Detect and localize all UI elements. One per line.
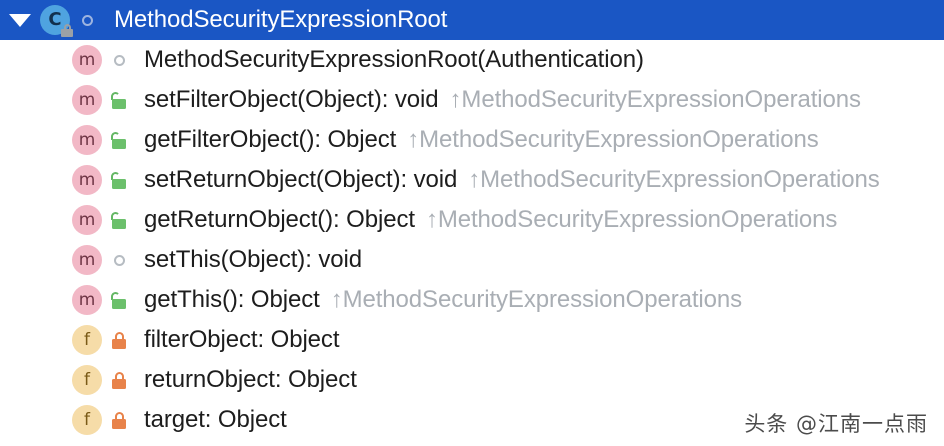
tree-row-member[interactable]: m getThis(): Object ↑MethodSecurityExpre… [0, 280, 944, 320]
member-name-label: setThis(Object): void [144, 246, 362, 273]
tree-row-member[interactable]: f returnObject: Object [0, 360, 944, 400]
field-icon-glyph: f [84, 409, 90, 430]
method-icon-glyph: m [78, 89, 96, 110]
modifier-public-icon [102, 125, 136, 155]
override-source-label: ↑MethodSecurityExpressionOperations [449, 86, 861, 113]
modifier-public-icon [102, 205, 136, 235]
tree-row-member[interactable]: m setReturnObject(Object): void ↑MethodS… [0, 160, 944, 200]
lock-badge-icon [61, 24, 73, 37]
member-name-label: setFilterObject(Object): void [144, 86, 439, 113]
modifier-private-icon [102, 365, 136, 395]
member-name-label: filterObject: Object [144, 326, 340, 353]
modifier-package-private-icon [70, 5, 104, 35]
field-icon: f [72, 325, 102, 355]
method-icon: m [72, 165, 102, 195]
modifier-public-icon [102, 85, 136, 115]
modifier-private-icon [102, 405, 136, 435]
override-source-label: ↑MethodSecurityExpressionOperations [407, 126, 819, 153]
tree-row-member[interactable]: m getFilterObject(): Object ↑MethodSecur… [0, 120, 944, 160]
member-name-label: returnObject: Object [144, 366, 357, 393]
method-icon: m [72, 85, 102, 115]
method-icon: m [72, 205, 102, 235]
method-icon-glyph: m [78, 169, 96, 190]
modifier-public-icon [102, 285, 136, 315]
field-icon: f [72, 365, 102, 395]
tree-row-member[interactable]: m setFilterObject(Object): void ↑MethodS… [0, 80, 944, 120]
member-name-label: getFilterObject(): Object [144, 126, 397, 153]
field-icon: f [72, 405, 102, 435]
method-icon-glyph: m [78, 249, 96, 270]
tree-row-member[interactable]: m setThis(Object): void [0, 240, 944, 280]
field-icon-glyph: f [84, 329, 90, 350]
tree-row-member[interactable]: m MethodSecurityExpressionRoot(Authentic… [0, 40, 944, 80]
modifier-public-icon [102, 165, 136, 195]
expand-collapse-triangle-icon[interactable] [0, 0, 40, 40]
override-source-label: ↑MethodSecurityExpressionOperations [330, 286, 743, 313]
tree-row-member[interactable]: f target: Object [0, 400, 944, 440]
override-source-label: ↑MethodSecurityExpressionOperations [425, 206, 838, 233]
modifier-private-icon [102, 325, 136, 355]
class-name-label: MethodSecurityExpressionRoot [114, 6, 448, 33]
modifier-package-private-icon [102, 45, 136, 75]
member-name-label: MethodSecurityExpressionRoot(Authenticat… [144, 46, 644, 73]
method-icon: m [72, 245, 102, 275]
method-icon-glyph: m [78, 49, 96, 70]
member-name-label: getThis(): Object [144, 286, 320, 313]
class-icon-glyph: C [48, 9, 62, 30]
class-icon: C [40, 5, 73, 37]
modifier-package-private-icon [102, 245, 136, 275]
method-icon: m [72, 45, 102, 75]
member-name-label: target: Object [144, 406, 287, 433]
method-icon: m [72, 125, 102, 155]
method-icon: m [72, 285, 102, 315]
method-icon-glyph: m [78, 129, 96, 150]
member-name-label: getReturnObject(): Object [144, 206, 415, 233]
tree-row-member[interactable]: f filterObject: Object [0, 320, 944, 360]
method-icon-glyph: m [78, 289, 96, 310]
tree-row-class-root[interactable]: C MethodSecurityExpressionRoot [0, 0, 944, 40]
member-name-label: setReturnObject(Object): void [144, 166, 458, 193]
override-source-label: ↑MethodSecurityExpressionOperations [468, 166, 880, 193]
field-icon-glyph: f [84, 369, 90, 390]
tree-row-member[interactable]: m getReturnObject(): Object ↑MethodSecur… [0, 200, 944, 240]
method-icon-glyph: m [78, 209, 96, 230]
